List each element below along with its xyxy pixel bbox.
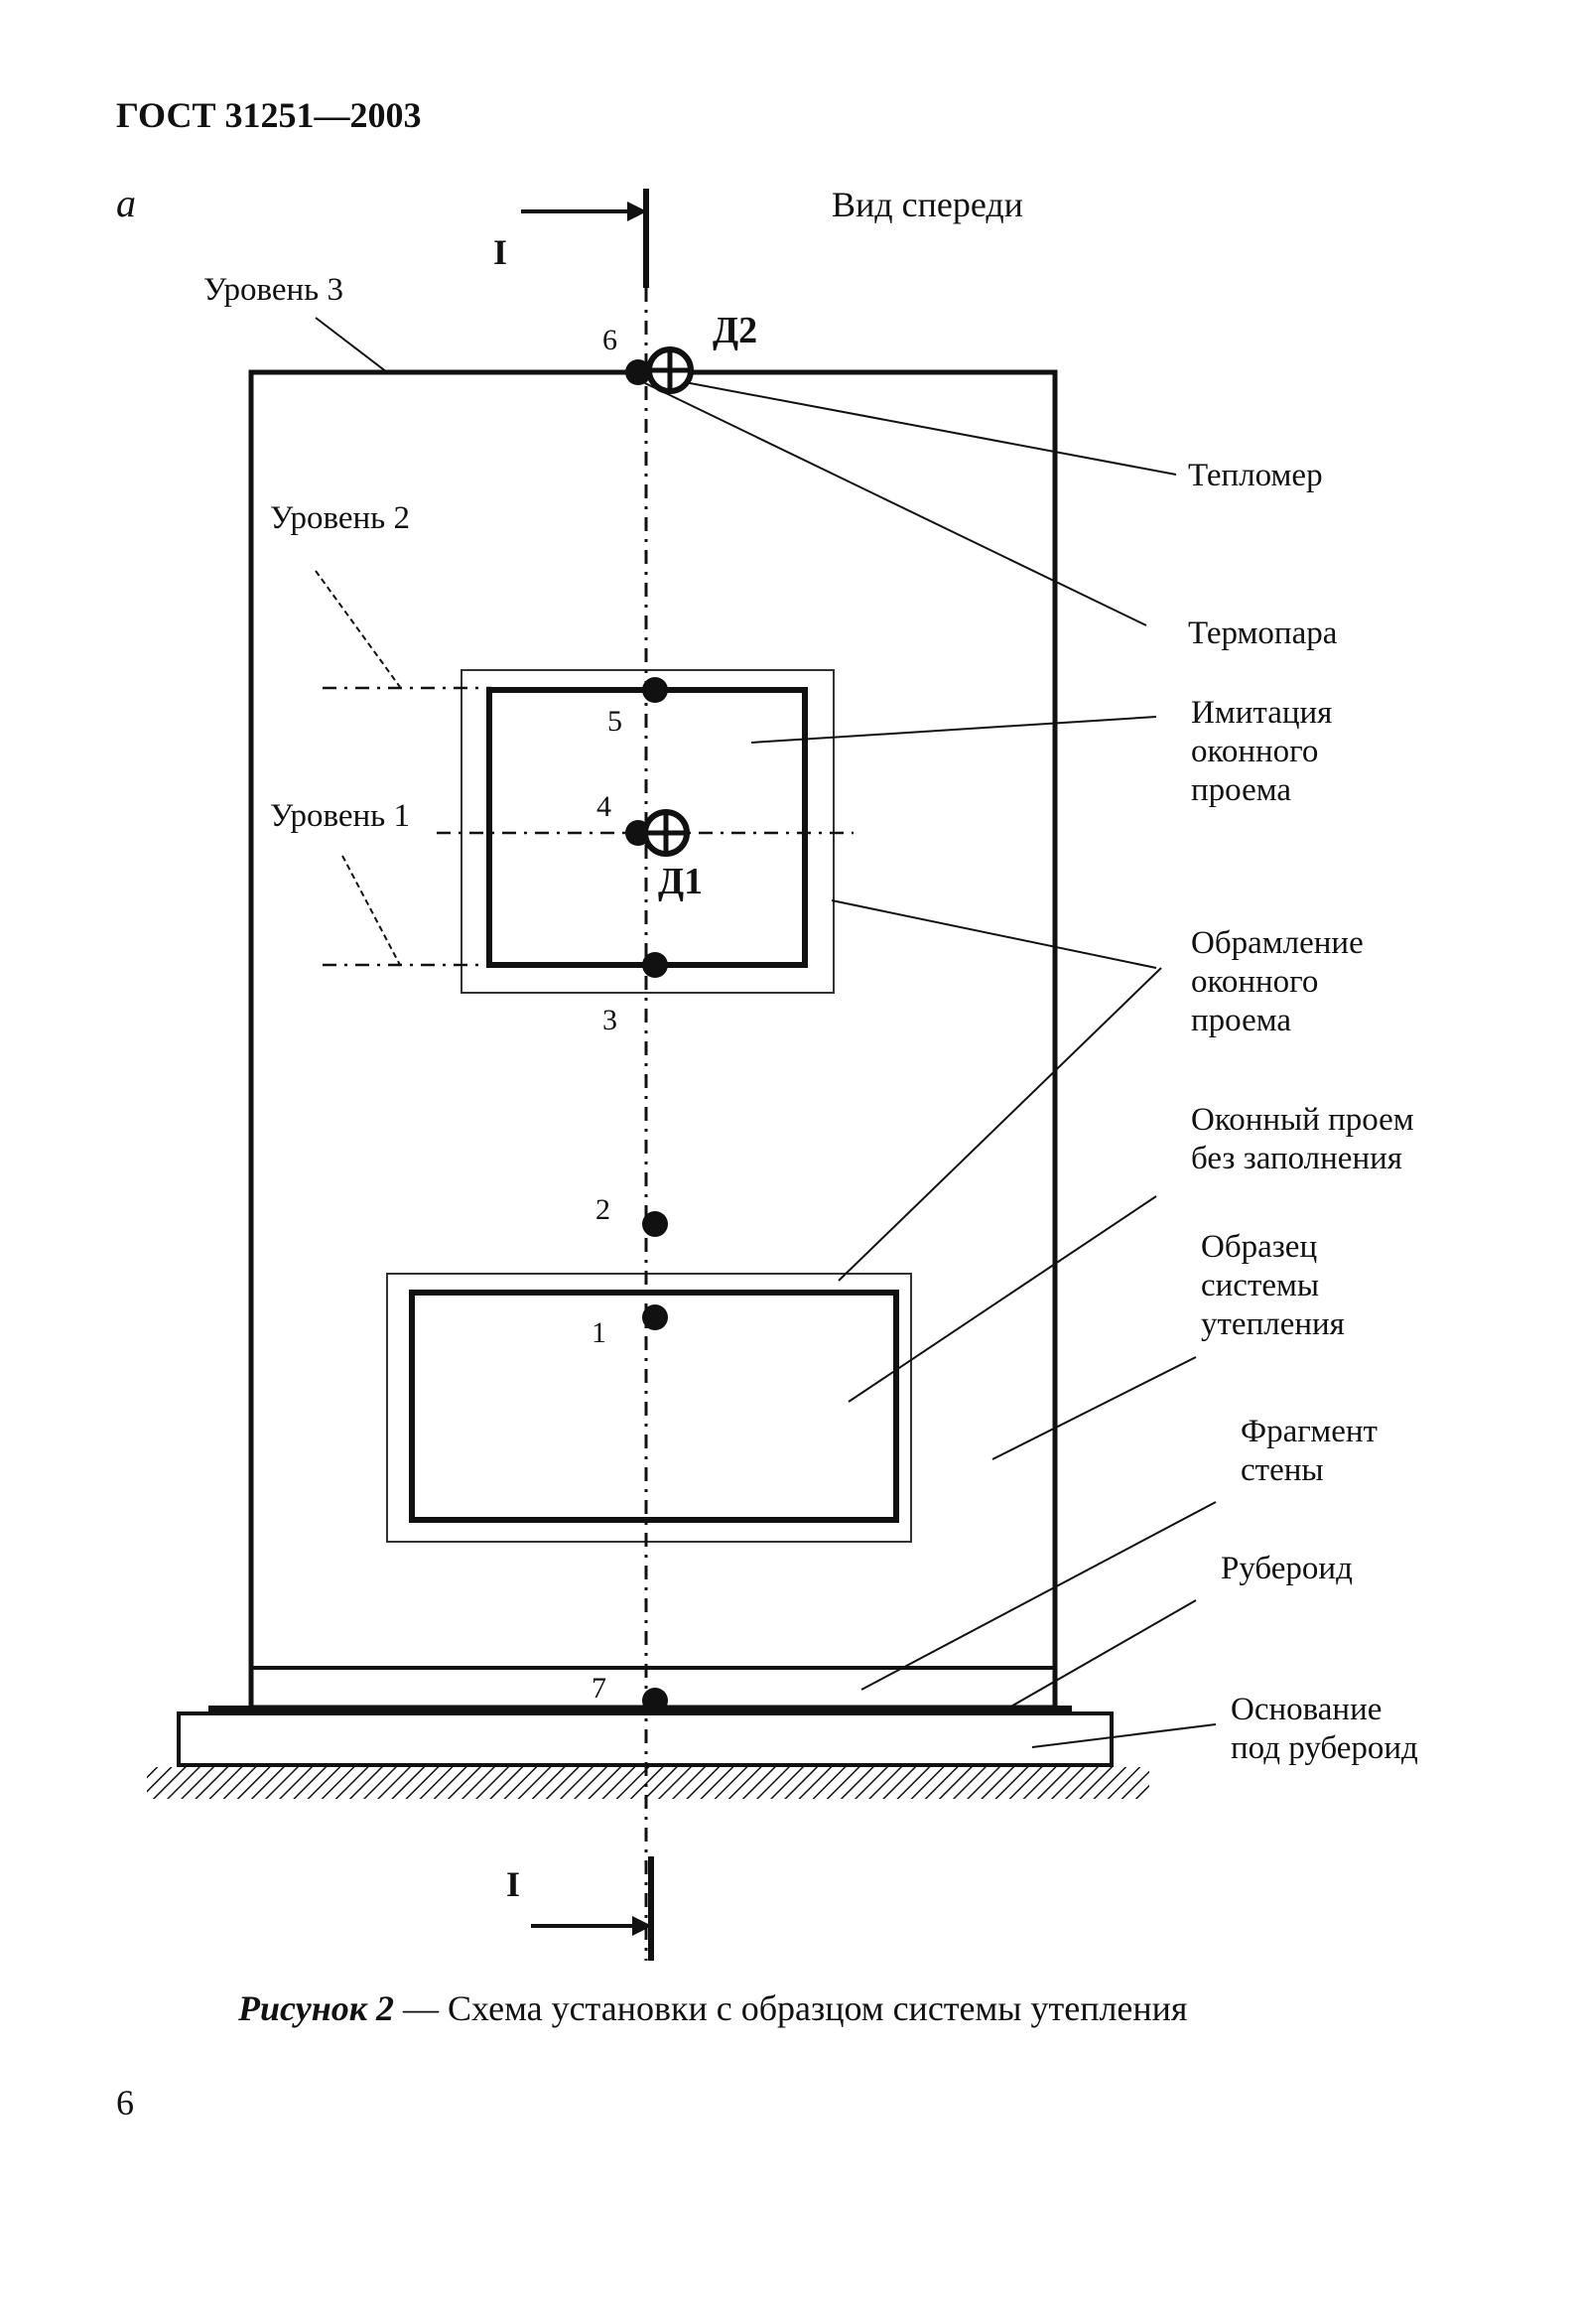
figure-caption-text: — Схема установки с образцом системы уте… xyxy=(394,1988,1188,2028)
svg-text:проема: проема xyxy=(1191,772,1291,808)
point-label-7: 7 xyxy=(592,1672,606,1705)
svg-text:Оконный проем: Оконный проем xyxy=(1191,1102,1414,1138)
heat-meter-d1-icon xyxy=(642,809,690,857)
svg-text:без заполнения: без заполнения xyxy=(1191,1141,1402,1176)
measurement-point-1 xyxy=(642,1304,668,1330)
svg-text:оконного: оконного xyxy=(1191,964,1318,1000)
window-framing-lower xyxy=(386,1273,912,1543)
unfilled-window-opening xyxy=(409,1290,899,1523)
svg-text:Обрамление: Обрамление xyxy=(1191,925,1364,961)
point-label-6: 6 xyxy=(602,324,617,356)
callout-leaders xyxy=(642,381,1217,1748)
measurement-point-2 xyxy=(642,1211,668,1237)
panel-letter: а xyxy=(116,181,136,225)
svg-text:под рубероид: под рубероид xyxy=(1231,1730,1418,1766)
callout-insulation-sample: Образец системы утепления xyxy=(1201,1229,1345,1342)
point-label-1: 1 xyxy=(592,1316,606,1349)
callout-heat-meter: Тепломер xyxy=(1188,458,1323,493)
svg-text:Образец: Образец xyxy=(1201,1229,1317,1265)
svg-text:Имитация: Имитация xyxy=(1191,695,1332,731)
measurement-point-7 xyxy=(642,1688,668,1713)
callout-base: Основание под рубероид xyxy=(1231,1692,1418,1766)
level1-label: Уровень 1 xyxy=(270,798,410,834)
measurement-point-3 xyxy=(642,952,668,978)
callout-roofing-felt: Рубероид xyxy=(1221,1551,1353,1586)
point-label-3: 3 xyxy=(602,1004,617,1036)
page-number: 6 xyxy=(116,2083,134,2122)
figure-caption: Рисунок 2 — Схема установки с образцом с… xyxy=(237,1988,1188,2028)
section-marker-top: I xyxy=(493,189,649,288)
section-label-bottom: I xyxy=(506,1864,520,1904)
section-marker-bottom: I xyxy=(506,1856,654,1961)
callout-thermocouple: Термопара xyxy=(1188,615,1338,651)
point-label-5: 5 xyxy=(607,705,622,738)
level3-leader xyxy=(315,317,388,373)
point-label-4: 4 xyxy=(596,790,611,823)
svg-text:системы: системы xyxy=(1201,1268,1319,1303)
callout-unfilled-opening: Оконный проем без заполнения xyxy=(1191,1102,1414,1176)
sensor-label-d1: Д1 xyxy=(658,861,703,902)
section-label-top: I xyxy=(493,232,507,272)
view-title: Вид спереди xyxy=(832,185,1023,224)
svg-text:проема: проема xyxy=(1191,1003,1291,1038)
wall-fragment-panel xyxy=(248,369,1058,1710)
svg-text:стены: стены xyxy=(1241,1452,1324,1488)
heat-meter-d2-icon xyxy=(646,346,694,394)
svg-text:оконного: оконного xyxy=(1191,734,1318,769)
point-label-2: 2 xyxy=(595,1193,610,1226)
standard-header: ГОСТ 31251—2003 xyxy=(116,95,421,135)
measurement-point-5 xyxy=(642,677,668,703)
level2-label: Уровень 2 xyxy=(270,500,410,536)
measurement-point-6 xyxy=(625,359,651,385)
callout-window-framing: Обрамление оконного проема xyxy=(1191,925,1364,1038)
svg-text:Фрагмент: Фрагмент xyxy=(1241,1414,1378,1449)
level2-leader xyxy=(315,570,401,688)
roofing-felt-layer xyxy=(208,1706,1072,1713)
callout-wall-fragment: Фрагмент стены xyxy=(1241,1414,1378,1488)
callout-window-imitation: Имитация оконного проема xyxy=(1191,695,1332,808)
sensor-label-d2: Д2 xyxy=(713,310,757,351)
svg-text:утепления: утепления xyxy=(1201,1306,1345,1342)
figure-caption-label: Рисунок 2 xyxy=(237,1988,394,2028)
level3-label: Уровень 3 xyxy=(203,272,343,308)
svg-text:Основание: Основание xyxy=(1231,1692,1382,1727)
ground-hatching xyxy=(147,1767,1149,1799)
level1-leader xyxy=(341,855,401,966)
